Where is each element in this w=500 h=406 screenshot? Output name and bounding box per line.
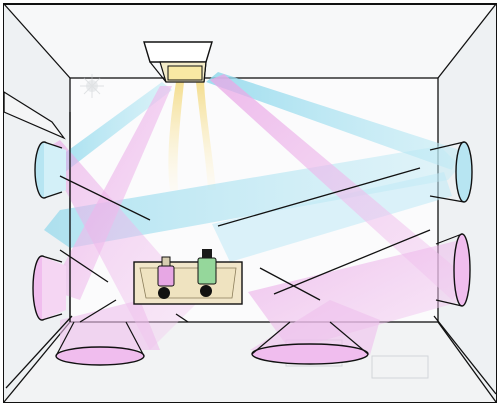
airflow-beams — [44, 72, 470, 355]
cone-floor-right — [251, 343, 369, 365]
cone-right-upper — [455, 141, 473, 203]
magenta-floor-left — [60, 300, 160, 350]
cyan-beam-right — [206, 72, 460, 170]
warm-flow-left — [168, 82, 184, 190]
magenta-floor-right — [250, 300, 380, 355]
magenta-beam-left — [50, 86, 172, 300]
speaker-cones — [32, 141, 473, 366]
wall-sconce-icon — [80, 74, 104, 98]
cone-floor-left — [55, 346, 145, 366]
cone-right-lower — [453, 233, 471, 307]
ceiling-unit-icon — [143, 41, 213, 83]
guide-lines — [5, 112, 497, 395]
cyan-beam-lower — [212, 172, 452, 262]
magenta-beam-right — [210, 74, 470, 300]
cyan-beam-left — [44, 82, 172, 176]
cyan-beam-cross — [44, 146, 460, 248]
bottle-icon — [197, 249, 217, 297]
warm-flow-right — [196, 82, 216, 190]
cone-outlines — [41, 141, 465, 357]
cone-left-lower — [32, 255, 66, 321]
cone-left-upper — [34, 141, 66, 199]
bottle-icon — [157, 256, 175, 299]
wall-shelf — [3, 90, 66, 140]
table-icon — [133, 249, 243, 305]
